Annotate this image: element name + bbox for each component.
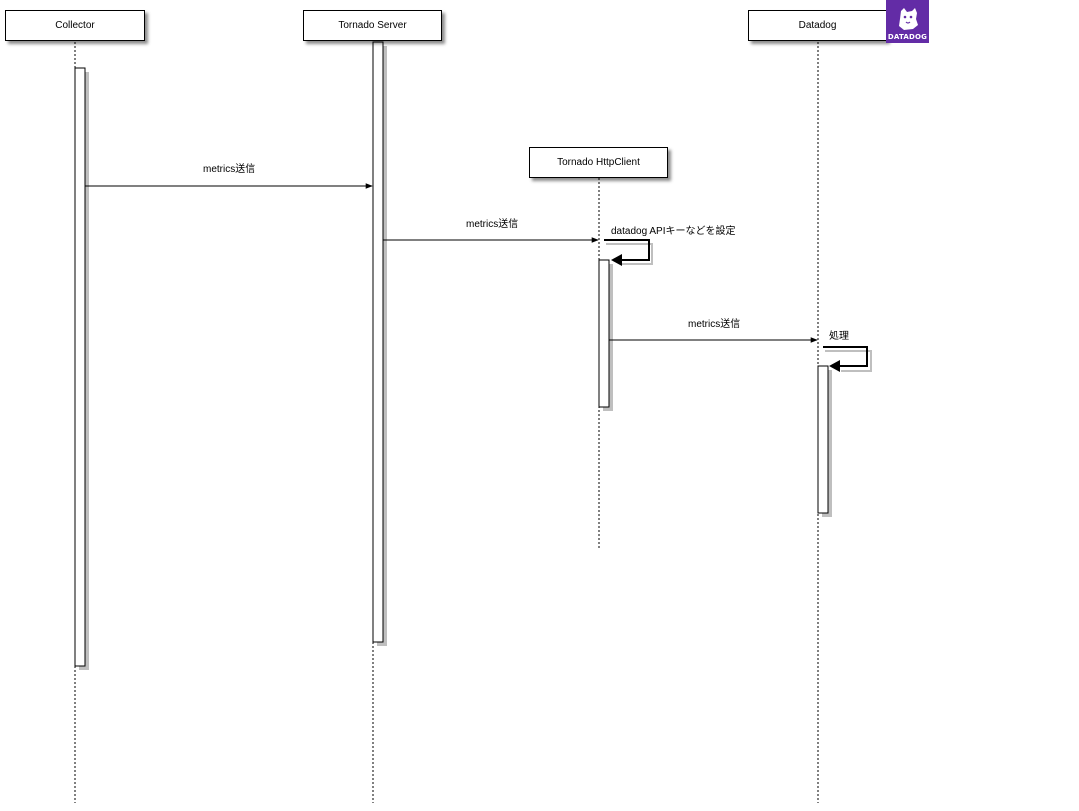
dog-icon	[898, 8, 918, 30]
self-message-label-1: datadog APIキーなどを設定	[611, 226, 736, 237]
self-message-arrow-2	[823, 346, 868, 367]
participant-datadog: Datadog	[748, 10, 887, 41]
activation-tornado-server	[372, 41, 384, 643]
participant-tornado-server: Tornado Server	[303, 10, 442, 41]
activation-collector	[74, 67, 86, 667]
activation-http-client	[598, 259, 610, 408]
activation-datadog	[817, 365, 829, 514]
datadog-logo: DATADOG	[886, 0, 929, 43]
logo-text: DATADOG	[887, 33, 928, 41]
self-message-arrow-1	[604, 239, 650, 261]
message-label-2: metrics送信	[466, 219, 519, 230]
message-label-3: metrics送信	[688, 319, 741, 330]
self-message-label-2: 処理	[829, 331, 849, 342]
participant-collector: Collector	[5, 10, 145, 41]
participant-http-client: Tornado HttpClient	[529, 147, 668, 178]
message-label-1: metrics送信	[203, 164, 256, 175]
